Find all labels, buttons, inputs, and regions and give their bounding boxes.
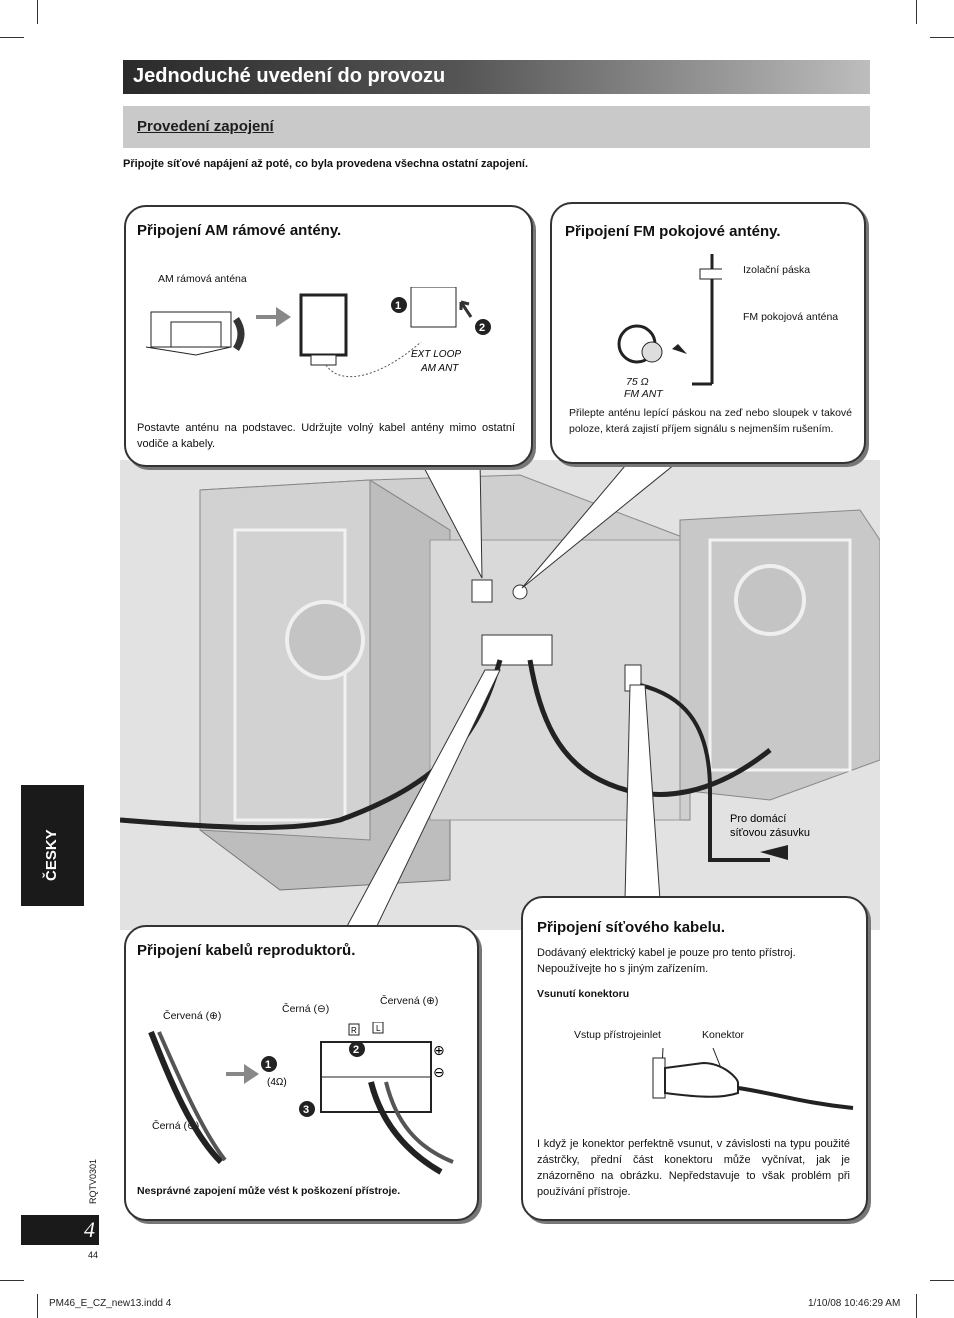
outlet-label-1: Pro domácí [730, 813, 786, 825]
red-plus-top-label: Červená (⊕) [380, 995, 439, 1007]
am-instructions: Postavte anténu na podstavec. Udržujte v… [137, 422, 515, 450]
speaker-wiring-diagram: 1 2 3 (4Ω) R L ⊕ ⊖ [148, 1022, 454, 1175]
speaker-cables-callout: Připojení kabelů reproduktorů. Červená (… [124, 925, 479, 1221]
right-channel-label: R [351, 1026, 357, 1035]
language-label: ČESKY [43, 829, 60, 881]
speaker-heading: Připojení kabelů reproduktorů. [137, 942, 356, 959]
am-step-2: 2 [479, 322, 485, 334]
fm-terminal [512, 584, 528, 600]
page-title: Jednoduché uvedení do provozu [133, 65, 446, 87]
crop-mark [930, 37, 954, 38]
power-text-1: Dodávaný elektrický kabel je pouze pro t… [537, 947, 796, 975]
fm-instructions: Přilepte anténu lepící páskou na zeď neb… [569, 407, 852, 435]
am-heading: Připojení AM rámové antény. [137, 222, 342, 239]
left-channel-label: L [376, 1024, 381, 1033]
crop-mark [0, 37, 24, 38]
intro-note: Připojte síťové napájení až poté, co byl… [123, 158, 529, 170]
crop-mark [0, 1280, 24, 1281]
speaker-step-1: 1 [265, 1059, 271, 1071]
stereo-system-illustration: Pro domácí síťovou zásuvku [120, 460, 880, 930]
connector-diagram [652, 1048, 854, 1110]
section-title: Provedení zapojení [137, 118, 274, 135]
speaker-terminals [481, 634, 553, 666]
section-bar: Provedení zapojení [123, 106, 870, 148]
footer-filename: PM46_E_CZ_new13.indd 4 [49, 1298, 172, 1309]
speaker-step-2: 2 [353, 1044, 359, 1056]
power-text-2: I když je konektor perfektně vsunut, v z… [537, 1138, 850, 1198]
ext-loop-label: EXT LOOP [411, 349, 461, 360]
page-title-bar: Jednoduché uvedení do provozu [123, 60, 870, 94]
footer-timestamp: 1/10/08 10:46:29 AM [808, 1298, 901, 1309]
language-tab: ČESKY [21, 785, 84, 906]
black-minus-top-label: Černá (⊖) [282, 1003, 330, 1015]
connector-label: Konektor [702, 1029, 745, 1041]
crop-mark [930, 1280, 954, 1281]
fm-heading: Připojení FM pokojové antény. [565, 223, 781, 240]
fm-antenna-callout: Připojení FM pokojové antény. Izolační p… [550, 202, 866, 464]
power-cord-callout: Připojení síťového kabelu. Dodávaný elek… [521, 896, 868, 1221]
crop-mark [37, 1294, 38, 1318]
power-subheading: Vsunutí konektoru [537, 988, 630, 1000]
am-step-1: 1 [395, 300, 401, 312]
black-minus-left-label: Černá (⊖) [152, 1120, 200, 1132]
crop-mark [37, 0, 38, 24]
fm-antenna-label: FM pokojová anténa [743, 311, 839, 323]
inlet-label: Vstup přístrojeinlet [574, 1029, 661, 1041]
document-code: RQTV0301 [88, 1158, 98, 1204]
fm-ant-label: FM ANT [624, 388, 663, 400]
am-ant-label: AM ANT [420, 363, 459, 374]
fm-antenna-diagram [617, 254, 722, 386]
red-plus-left-label: Červená (⊕) [163, 1010, 222, 1022]
tape-label: Izolační páska [743, 264, 811, 276]
am-terminal [471, 579, 493, 603]
impedance-label: (4Ω) [267, 1077, 287, 1088]
ohm-label: 75 Ω [626, 376, 649, 388]
page-number-tab: 4 [21, 1215, 99, 1245]
page-number: 4 [84, 1217, 95, 1242]
minus-symbol: ⊖ [433, 1065, 445, 1081]
crop-mark [916, 0, 917, 24]
am-antenna-callout: Připojení AM rámové antény. AM rámová an… [124, 205, 533, 467]
power-heading: Připojení síťového kabelu. [537, 919, 726, 936]
plus-symbol: ⊕ [433, 1043, 445, 1059]
speaker-step-3: 3 [303, 1104, 309, 1116]
page-number-small: 44 [88, 1250, 99, 1260]
am-antenna-diagram: 1 2 EXT LOOP AM ANT [145, 287, 491, 378]
speaker-warning: Nesprávné zapojení může vést k poškození… [137, 1185, 401, 1197]
crop-mark [916, 1294, 917, 1318]
am-antenna-label: AM rámová anténa [158, 273, 247, 285]
outlet-label-2: síťovou zásuvku [730, 827, 810, 839]
